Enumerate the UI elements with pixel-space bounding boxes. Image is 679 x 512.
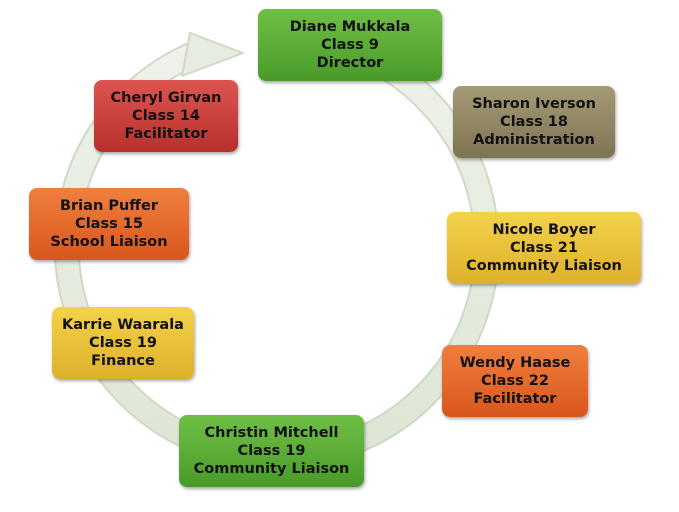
node-brian-puffer: Brian Puffer Class 15 School Liaison <box>29 188 189 260</box>
node-role: Administration <box>473 132 595 148</box>
node-name: Diane Mukkala <box>289 19 411 35</box>
node-class: Class 19 <box>89 335 157 351</box>
node-class: Class 18 <box>500 114 568 130</box>
node-sharon-iverson: Sharon Iverson Class 18 Administration <box>453 86 615 158</box>
node-role: Director <box>316 55 384 71</box>
node-name: Wendy Haase <box>459 355 571 371</box>
node-class: Class 19 <box>237 443 306 459</box>
node-class: Class 15 <box>75 216 143 232</box>
node-name: Sharon Iverson <box>472 96 596 112</box>
node-karrie-waarala: Karrie Waarala Class 19 Finance <box>52 307 194 379</box>
node-role: Finance <box>91 353 155 369</box>
node-role: Community Liaison <box>466 258 622 274</box>
node-name: Brian Puffer <box>59 198 158 214</box>
node-christin-mitchell: Christin Mitchell Class 19 Community Lia… <box>179 415 364 487</box>
node-name: Nicole Boyer <box>492 222 596 238</box>
node-name: Christin Mitchell <box>204 425 339 441</box>
node-role: Community Liaison <box>193 461 350 477</box>
cycle-arrowhead <box>181 32 244 77</box>
node-class: Class 9 <box>321 37 379 53</box>
node-class: Class 22 <box>481 373 549 389</box>
node-role: Facilitator <box>473 391 557 407</box>
node-name: Karrie Waarala <box>62 317 184 333</box>
node-nicole-boyer: Nicole Boyer Class 21 Community Liaison <box>447 212 641 284</box>
node-role: School Liaison <box>50 234 168 250</box>
node-name: Cheryl Girvan <box>110 90 222 106</box>
node-class: Class 14 <box>132 108 200 124</box>
node-cheryl-girvan: Cheryl Girvan Class 14 Facilitator <box>94 80 238 152</box>
node-diane-mukkala: Diane Mukkala Class 9 Director <box>258 9 442 81</box>
node-class: Class 21 <box>510 240 578 256</box>
node-wendy-haase: Wendy Haase Class 22 Facilitator <box>442 345 588 417</box>
node-role: Facilitator <box>124 126 208 142</box>
